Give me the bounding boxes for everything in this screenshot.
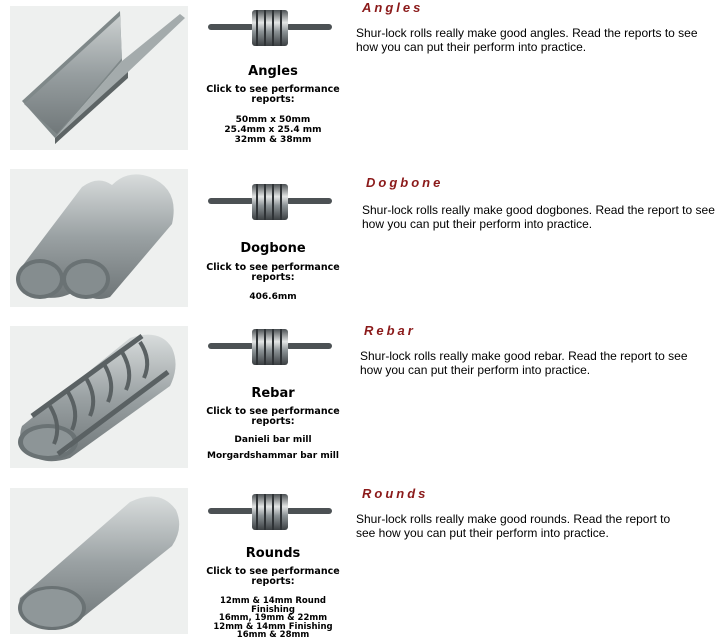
rebar-product-image[interactable] bbox=[10, 326, 188, 468]
round-profile-icon bbox=[18, 496, 180, 630]
angles-click-text[interactable]: Click to see performance reports: bbox=[190, 85, 356, 105]
dogbone-report-list: 406.6mm bbox=[190, 292, 356, 302]
dogbone-click-text[interactable]: Click to see performance reports: bbox=[190, 263, 356, 283]
report-link[interactable]: 406.6mm bbox=[249, 292, 297, 302]
roll-icon bbox=[208, 494, 332, 530]
section-dogbone: Dogbone Click to see performance reports… bbox=[0, 165, 726, 313]
rounds-roll-image[interactable] bbox=[206, 490, 334, 534]
rebar-description: Shur-lock rolls really make good rebar. … bbox=[360, 349, 688, 377]
angle-roll-image[interactable] bbox=[206, 6, 334, 50]
rebar-profile-icon bbox=[18, 333, 176, 462]
rebar-product-name[interactable]: Rebar bbox=[251, 386, 295, 401]
click-line2: reports: bbox=[251, 416, 295, 427]
angles-description: Shur-lock rolls really make good angles.… bbox=[356, 26, 698, 54]
click-line2: reports: bbox=[251, 576, 295, 587]
rebar-title: Rebar bbox=[364, 323, 416, 338]
dogbone-title: Dogbone bbox=[366, 175, 444, 190]
click-line1: Click to see performance bbox=[206, 262, 340, 273]
angles-title: Angles bbox=[362, 0, 424, 15]
report-link[interactable]: 12mm & 14mm Round Finishing bbox=[220, 596, 326, 615]
click-line2: reports: bbox=[251, 272, 295, 283]
report-link[interactable]: Danieli bar mill bbox=[234, 435, 312, 445]
rounds-description: Shur-lock rolls really make good rounds.… bbox=[356, 512, 671, 540]
rebar-click-text[interactable]: Click to see performance reports: bbox=[190, 407, 356, 427]
dogbone-description: Shur-lock rolls really make good dogbone… bbox=[362, 203, 715, 231]
report-link[interactable]: 12mm & 14mm Finishing bbox=[213, 621, 333, 632]
click-line1: Click to see performance bbox=[206, 566, 340, 577]
rebar-report-list: Danieli bar mill Morgardshammar bar mill bbox=[190, 432, 356, 464]
report-link[interactable]: Morgardshammar bar mill bbox=[207, 451, 339, 461]
roll-icon bbox=[208, 184, 332, 220]
rounds-click-text[interactable]: Click to see performance reports: bbox=[190, 567, 356, 587]
report-link[interactable]: 25.4mm x 25.4 mm bbox=[224, 125, 322, 135]
rounds-product-image[interactable] bbox=[10, 488, 188, 634]
report-link[interactable]: 50mm x 50mm bbox=[235, 115, 311, 125]
click-line1: Click to see performance bbox=[206, 406, 340, 417]
roll-icon bbox=[208, 329, 332, 365]
click-line2: reports: bbox=[251, 94, 295, 105]
angle-product-image[interactable] bbox=[10, 6, 188, 150]
angles-report-list: 50mm x 50mm 25.4mm x 25.4 mm 32mm & 38mm bbox=[190, 115, 356, 145]
report-link[interactable]: 32mm & 38mm bbox=[234, 135, 312, 145]
section-rebar: Rebar Click to see performance reports: … bbox=[0, 318, 726, 474]
rounds-product-name[interactable]: Rounds bbox=[245, 546, 301, 561]
dogbone-profile-icon bbox=[16, 174, 174, 300]
click-line1: Click to see performance bbox=[206, 84, 340, 95]
dogbone-roll-image[interactable] bbox=[206, 180, 334, 224]
rebar-roll-image[interactable] bbox=[206, 325, 334, 369]
section-rounds: Rounds Click to see performance reports:… bbox=[0, 480, 726, 642]
rounds-title: Rounds bbox=[362, 486, 429, 501]
rounds-report-list: 12mm & 14mm Round Finishing 16mm, 19mm &… bbox=[190, 597, 356, 640]
section-angles: Angles Click to see performance reports:… bbox=[0, 0, 726, 160]
angles-product-name[interactable]: Angles bbox=[248, 64, 298, 79]
report-link[interactable]: 16mm & 28mm bbox=[236, 630, 310, 640]
dogbone-product-name[interactable]: Dogbone bbox=[240, 241, 306, 256]
roll-icon bbox=[208, 10, 332, 46]
dogbone-product-image[interactable] bbox=[10, 169, 188, 307]
angle-profile-icon bbox=[22, 11, 185, 144]
report-link[interactable]: 16mm, 19mm & 22mm bbox=[218, 613, 328, 623]
